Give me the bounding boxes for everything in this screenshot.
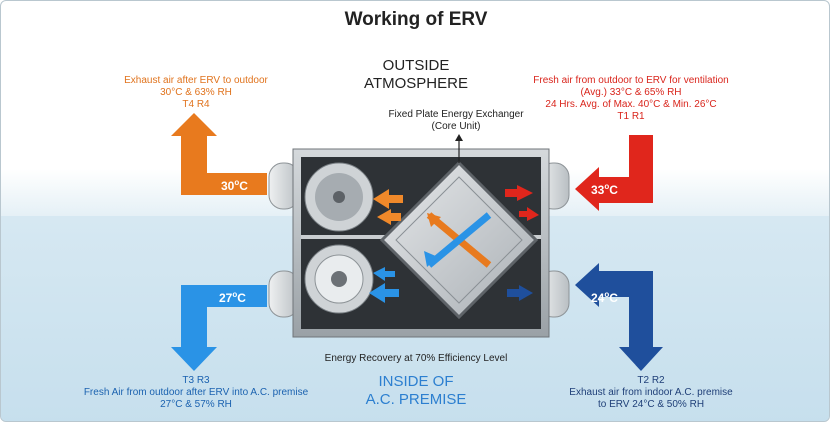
caption-line: 30°C & 63% RH [160, 87, 232, 98]
temp-unit: C [609, 291, 618, 305]
inside-label-line: A.C. PREMISE [365, 391, 467, 408]
temp-unit: C [609, 183, 618, 197]
t4-caption: Exhaust air after ERV to outdoor 30°C & … [86, 75, 306, 111]
caption-line: (Avg.) 33°C & 65% RH [580, 87, 682, 98]
t1-temperature: 33oC [591, 182, 618, 197]
efficiency-label: Energy Recovery at 70% Efficiency Level [324, 353, 508, 364]
supply-arrow-icon [171, 285, 267, 371]
exhaust-arrow-icon [171, 113, 267, 195]
caption-line: 27°C & 57% RH [160, 399, 232, 410]
caption-line: T1 R1 [617, 111, 645, 122]
temp-unit: C [239, 179, 248, 193]
t4-temperature: 30oC [221, 178, 248, 193]
exchanger-label-line: Fixed Plate Energy Exchanger [388, 109, 524, 120]
fresh-air-arrow-icon [575, 135, 653, 211]
t2-caption: T2 R2 Exhaust air from indoor A.C. premi… [541, 375, 761, 411]
caption-line: Fresh air from outdoor to ERV for ventil… [533, 75, 729, 86]
t2-temperature: 24oC [591, 290, 618, 305]
caption-line: T3 R3 [182, 375, 210, 386]
internal-flow-arrows [369, 185, 539, 303]
temp-unit: C [237, 291, 246, 305]
fan-icon [304, 162, 374, 232]
erv-unit [292, 134, 550, 338]
fan-icon [304, 244, 374, 314]
caption-line: T4 R4 [182, 99, 210, 110]
t3-temperature: 27oC [219, 290, 246, 305]
return-arrow-icon [575, 263, 663, 371]
caption-line: to ERV 24°C & 50% RH [597, 399, 705, 410]
page-title: Working of ERV [344, 9, 488, 30]
t1-caption: Fresh air from outdoor to ERV for ventil… [511, 75, 751, 123]
t3-caption: T3 R3 Fresh Air from outdoor after ERV i… [61, 375, 331, 411]
caption-line: Exhaust air after ERV to outdoor [124, 75, 268, 86]
outside-label-line: OUTSIDE [382, 57, 450, 74]
temp-value: 30 [221, 179, 235, 193]
caption-line: Exhaust air from indoor A.C. premise [569, 387, 733, 398]
inside-label-line: INSIDE OF [378, 373, 454, 390]
exchanger-label: Fixed Plate Energy Exchanger (Core Unit) [366, 109, 546, 133]
exchanger-core-icon [379, 160, 539, 320]
temp-value: 33 [591, 183, 605, 197]
inside-zone-label: INSIDE OF A.C. PREMISE [341, 373, 491, 409]
temp-value: 24 [591, 291, 605, 305]
temp-value: 27 [219, 291, 233, 305]
caption-line: 24 Hrs. Avg. of Max. 40°C & Min. 26°C [545, 99, 717, 110]
caption-line: Fresh Air from outdoor after ERV into A.… [83, 387, 309, 398]
exchanger-label-line: (Core Unit) [431, 121, 481, 132]
caption-line: T2 R2 [637, 375, 665, 386]
outside-label-line: ATMOSPHERE [364, 75, 468, 92]
outside-zone-label: OUTSIDE ATMOSPHERE [341, 57, 491, 93]
